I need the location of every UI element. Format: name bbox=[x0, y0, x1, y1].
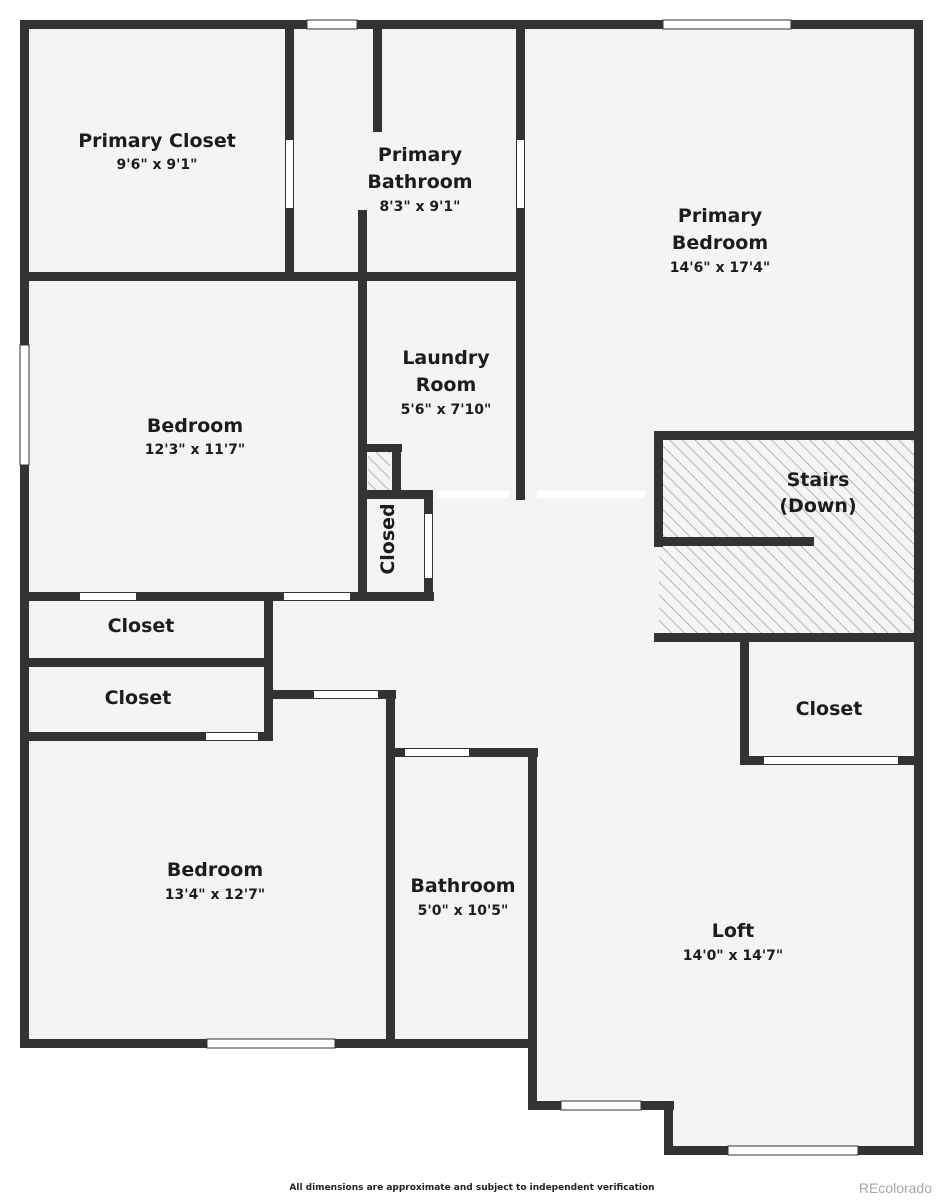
room-dimensions: 14'0" x 14'7" bbox=[683, 948, 783, 964]
openings bbox=[19, 19, 898, 1156]
room-dimensions: 5'6" x 7'10" bbox=[401, 402, 492, 418]
room-name: Bathroom bbox=[410, 875, 515, 897]
utility-hatch bbox=[368, 452, 390, 492]
room-dimensions: 12'3" x 11'7" bbox=[145, 442, 245, 458]
floor-area bbox=[24, 24, 918, 1150]
room-name: Closed bbox=[377, 503, 399, 574]
room-name: Bedroom bbox=[147, 415, 243, 437]
room-label-closet-right: Closet bbox=[796, 698, 863, 720]
watermark-text: REcolorado bbox=[858, 1180, 932, 1196]
room-name: Bathroom bbox=[367, 171, 472, 193]
room-label-bathroom: Bathroom 5'0" x 10'5" bbox=[410, 875, 515, 919]
room-name: Room bbox=[416, 374, 477, 396]
room-name: Loft bbox=[712, 920, 755, 942]
room-dimensions: 13'4" x 12'7" bbox=[165, 887, 265, 903]
room-name: Stairs bbox=[787, 469, 850, 491]
room-label-laundry-room: Laundry Room 5'6" x 7'10" bbox=[401, 347, 492, 418]
room-name: Closet bbox=[108, 615, 175, 637]
room-name: Closet bbox=[796, 698, 863, 720]
room-name: Bedroom bbox=[672, 232, 768, 254]
room-label-primary-closet: Primary Closet 9'6" x 9'1" bbox=[78, 130, 236, 173]
room-name: Bedroom bbox=[167, 859, 263, 881]
room-label-bedroom-lower: Bedroom 13'4" x 12'7" bbox=[165, 859, 265, 903]
room-name: Primary Closet bbox=[78, 130, 236, 152]
room-name: (Down) bbox=[779, 495, 856, 517]
room-dimensions: 9'6" x 9'1" bbox=[117, 157, 198, 173]
room-name: Closet bbox=[105, 687, 172, 709]
room-label-loft: Loft 14'0" x 14'7" bbox=[683, 920, 783, 964]
room-dimensions: 5'0" x 10'5" bbox=[418, 903, 509, 919]
room-label-closed: Closed bbox=[377, 503, 399, 574]
room-label-primary-bedroom: Primary Bedroom 14'6" x 17'4" bbox=[670, 205, 770, 276]
room-name: Primary bbox=[678, 205, 763, 227]
room-label-closet-a: Closet bbox=[108, 615, 175, 637]
room-dimensions: 14'6" x 17'4" bbox=[670, 260, 770, 276]
room-label-stairs: Stairs (Down) bbox=[779, 469, 856, 517]
room-name: Laundry bbox=[402, 347, 490, 369]
room-dimensions: 8'3" x 9'1" bbox=[380, 199, 461, 215]
room-name: Primary bbox=[378, 144, 463, 166]
room-label-bedroom-upper: Bedroom 12'3" x 11'7" bbox=[145, 415, 245, 458]
room-label-primary-bathroom: Primary Bathroom 8'3" x 9'1" bbox=[367, 144, 472, 215]
disclaimer-text: All dimensions are approximate and subje… bbox=[289, 1183, 655, 1193]
room-label-closet-b: Closet bbox=[105, 687, 172, 709]
